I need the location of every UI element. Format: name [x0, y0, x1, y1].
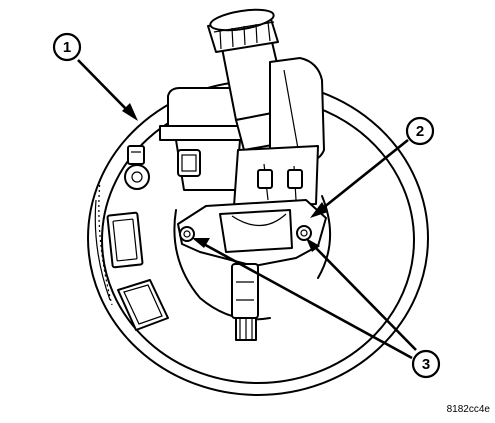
- callout-3-label: 3: [422, 356, 430, 373]
- leader-line-3a: [192, 238, 413, 360]
- mounting-nut-right: [296, 225, 312, 241]
- pushrod-assembly: [231, 263, 259, 341]
- callout-3: 3: [411, 349, 441, 379]
- callout-1-label: 1: [63, 39, 71, 56]
- leader-line-2: [310, 138, 409, 218]
- reservoir-cap: [207, 8, 279, 53]
- leader-line-1: [77, 59, 138, 121]
- figure-code: 8182cc4e: [447, 404, 491, 415]
- callout-2: 2: [405, 116, 435, 146]
- check-valve: [124, 145, 150, 190]
- shell-label-plate: [106, 211, 144, 269]
- mounting-nut-left: [179, 226, 195, 242]
- callout-2-label: 2: [416, 123, 424, 140]
- callout-1: 1: [52, 32, 82, 62]
- shell-sticker: [117, 279, 169, 331]
- master-cylinder: [159, 41, 325, 207]
- leader-line-3b: [306, 238, 417, 351]
